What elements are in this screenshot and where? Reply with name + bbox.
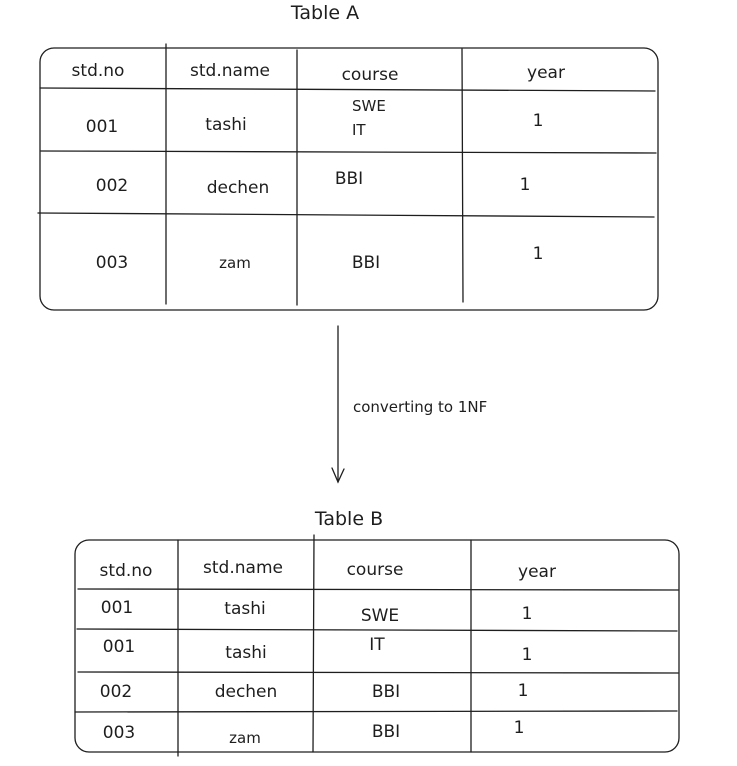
table-a-cell-std-no: 002: [96, 176, 128, 196]
table-a-row: 002 dechen BBI 1: [96, 169, 531, 198]
table-b-cell-course: IT: [369, 635, 385, 655]
table-a-cell-course: SWE: [352, 97, 386, 115]
table-b-cell-std-name: zam: [229, 729, 261, 747]
table-b-row-divider: [77, 671, 679, 674]
table-b-cell-std-name: dechen: [215, 682, 278, 702]
table-b-cell-std-name: tashi: [225, 643, 266, 663]
table-b-cell-year: 1: [522, 604, 533, 624]
table-b-header-std-no: std.no: [100, 561, 153, 581]
table-b-cell-course: BBI: [372, 722, 400, 742]
table-b-header-std-name: std.name: [203, 558, 283, 578]
table-b-cell-year: 1: [514, 718, 525, 738]
table-a-cell-std-name: zam: [219, 254, 251, 272]
table-b-row: 001 tashi SWE 1: [101, 598, 533, 626]
table-b-row-divider: [76, 628, 678, 632]
table-b-cell-course: BBI: [372, 682, 400, 702]
table-b-cell-year: 1: [522, 645, 533, 665]
table-b-title: Table B: [314, 508, 383, 530]
table-a-cell-std-no: 003: [96, 253, 128, 273]
table-b-border: [74, 539, 680, 753]
table-b-grid: [74, 534, 680, 757]
table-a-row-divider: [37, 212, 655, 218]
table-a-header-divider: [39, 87, 656, 92]
table-a-cell-year: 1: [520, 175, 531, 195]
table-a-cell-std-no: 001: [86, 117, 118, 137]
table-b-cell-std-no: 001: [103, 637, 135, 657]
table-a-grid: [37, 43, 659, 311]
arrow-label: converting to 1NF: [353, 398, 487, 416]
table-b-cell-std-no: 002: [100, 682, 132, 702]
table-a-col-divider: [461, 48, 464, 303]
table-a-row: 001 tashi SWE IT 1: [86, 97, 544, 139]
table-a-row: 003 zam BBI 1: [96, 244, 544, 273]
table-a-cell-year: 1: [533, 111, 544, 131]
table-b-row: 002 dechen BBI 1: [100, 681, 529, 702]
table-b-header-course: course: [347, 560, 404, 580]
table-a-cell-course: IT: [352, 121, 366, 139]
table-a-cell-std-name: tashi: [205, 115, 246, 135]
table-a-border: [39, 47, 659, 311]
table-b-cell-year: 1: [518, 681, 529, 701]
table-b-cell-std-no: 003: [103, 723, 135, 743]
table-b-row: 003 zam BBI 1: [103, 718, 525, 747]
table-b-row-divider: [74, 710, 678, 713]
arrow-head-icon: [331, 467, 345, 484]
table-b-cell-course: SWE: [361, 606, 399, 626]
conversion-arrow: [331, 325, 345, 484]
table-a-header-course: course: [342, 65, 399, 85]
table-a-header: std.no std.name course year: [72, 61, 565, 85]
table-a-row-divider: [40, 150, 657, 154]
table-b-col-divider: [312, 534, 315, 753]
table-a-header-std-name: std.name: [190, 61, 270, 81]
table-a-cell-course: BBI: [335, 169, 363, 189]
table-b-cell-std-name: tashi: [224, 599, 265, 619]
table-b-header-divider: [77, 588, 679, 591]
table-a-cell-year: 1: [533, 244, 544, 264]
table-b-row: 001 tashi IT 1: [103, 635, 533, 665]
table-b-header-year: year: [518, 562, 556, 582]
table-b-cell-std-no: 001: [101, 598, 133, 618]
table-a-cell-course: BBI: [352, 253, 380, 273]
table-a-title: Table A: [290, 2, 359, 24]
table-a-cell-std-name: dechen: [207, 178, 270, 198]
table-a-header-std-no: std.no: [72, 61, 125, 81]
table-a-header-year: year: [527, 63, 565, 83]
table-b-header: std.no std.name course year: [100, 558, 556, 582]
